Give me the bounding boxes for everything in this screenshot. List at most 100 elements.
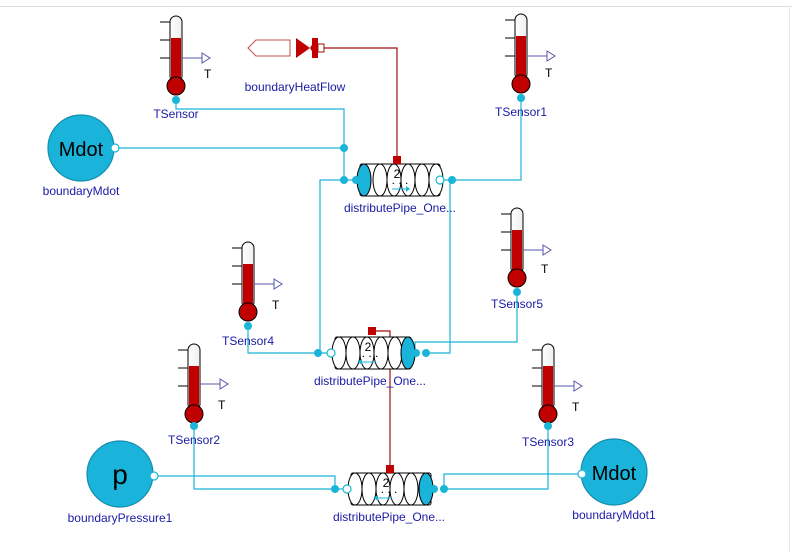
junction: [340, 176, 348, 184]
sensor-TSensor4[interactable]: T TSensor4: [222, 241, 283, 348]
pipe-bot[interactable]: 2 . . . distributePipe_One...: [331, 465, 448, 524]
fluid-port[interactable]: [517, 94, 525, 102]
output-label: T: [545, 66, 553, 80]
heatflow-boundaryHeatFlow[interactable]: boundaryHeatFlow: [245, 38, 346, 94]
fluid-port[interactable]: [244, 322, 252, 330]
fluid-port-b[interactable]: [430, 485, 438, 493]
connection-tsensor1-to-pipe-top[interactable]: [452, 99, 522, 181]
pipe-top[interactable]: 2 . . . distributePipe_One...: [340, 144, 456, 215]
output-arrow-icon[interactable]: [546, 50, 556, 62]
output-label: T: [541, 262, 549, 276]
junction: [314, 349, 322, 357]
thermometer-mercury: [189, 366, 199, 412]
connection-pipe-top-to-pipe-mid-left[interactable]: [319, 179, 344, 354]
component-label: distributePipe_One...: [333, 510, 445, 524]
component-label: TSensor1: [495, 105, 547, 119]
pipe-segment-count: 2: [383, 476, 390, 490]
component-label: TSensor: [153, 107, 198, 121]
pipe-dots: . . .: [362, 346, 379, 360]
pipe-segment-count: 2: [365, 340, 372, 354]
thermometer-mercury: [243, 264, 253, 310]
source-boundaryPressure1[interactable]: p boundaryPressure1: [68, 440, 173, 525]
fluid-port-a[interactable]: [326, 348, 336, 358]
junction: [340, 144, 348, 152]
thermometer-mercury: [543, 366, 553, 412]
sensor-TSensor2[interactable]: T TSensor2: [168, 343, 229, 447]
source-symbol: p: [112, 459, 128, 490]
connection-tsensor2-to-pipe-bot[interactable]: [193, 426, 335, 490]
fluid-connections: [115, 99, 582, 490]
pipe-mid[interactable]: 2 . . . distributePipe_One...: [314, 327, 430, 388]
fluid-port[interactable]: [513, 288, 521, 296]
connection-mdot1-to-pipe-bot[interactable]: [443, 473, 582, 489]
output-label: T: [572, 400, 580, 414]
thermometer-mercury: [512, 230, 522, 276]
sensor-TSensor5[interactable]: T TSensor5: [491, 207, 552, 311]
heat-port[interactable]: [317, 43, 325, 53]
source-boundaryMdot[interactable]: Mdot boundaryMdot: [43, 114, 120, 198]
fluid-port[interactable]: [577, 469, 587, 479]
output-label: T: [272, 298, 280, 312]
output-arrow-icon[interactable]: [573, 380, 583, 392]
fluid-port-b[interactable]: [412, 349, 420, 357]
component-label: distributePipe_One...: [314, 374, 426, 388]
thermometer-mercury: [516, 36, 526, 82]
pipe-ring: [403, 472, 419, 506]
fluid-port[interactable]: [172, 96, 180, 104]
flow-arrow-icon: [358, 359, 362, 365]
component-label: boundaryMdot: [43, 184, 120, 198]
component-label: TSensor3: [522, 435, 574, 449]
thermometer-bulb: [184, 404, 204, 424]
heat-connection-top[interactable]: [324, 47, 398, 158]
thermometer-mercury: [171, 38, 181, 84]
heatflow-port-bar: [312, 38, 318, 58]
pipe-dots: . . .: [392, 173, 409, 187]
source-boundaryMdot1[interactable]: Mdot boundaryMdot1: [572, 438, 656, 522]
heat-port[interactable]: [386, 465, 394, 473]
fluid-port-a[interactable]: [342, 484, 352, 494]
connection-tsensor-to-pipe-top[interactable]: [175, 101, 345, 148]
junction: [331, 485, 339, 493]
sensor-TSensor3[interactable]: T TSensor3: [522, 343, 583, 449]
source-symbol: Mdot: [592, 463, 637, 485]
fluid-port[interactable]: [110, 143, 120, 153]
heat-connection-mid-bot[interactable]: [372, 330, 391, 466]
heat-port[interactable]: [393, 156, 401, 164]
heatflow-arrow-outline: [247, 39, 291, 57]
flow-arrow-icon: [374, 495, 378, 501]
output-arrow-icon[interactable]: [201, 52, 211, 64]
component-label: boundaryHeatFlow: [245, 80, 346, 94]
heat-port[interactable]: [368, 327, 376, 335]
output-label: T: [204, 67, 212, 81]
connection-tsensor4-to-pipe-mid[interactable]: [247, 326, 318, 354]
output-label: T: [218, 398, 226, 412]
fluid-port[interactable]: [544, 422, 552, 430]
thermometer-bulb: [511, 74, 531, 94]
fluid-port-b[interactable]: [435, 175, 445, 185]
connection-tsensor3-to-pipe-bot[interactable]: [444, 426, 549, 490]
connection-pipe-top-to-pipe-mid-right[interactable]: [426, 179, 451, 354]
output-arrow-icon[interactable]: [542, 244, 552, 256]
fluid-port[interactable]: [149, 471, 159, 481]
fluid-port-a[interactable]: [352, 176, 360, 184]
component-label: TSensor2: [168, 433, 220, 447]
source-symbol: Mdot: [59, 139, 104, 161]
output-arrow-icon[interactable]: [273, 278, 283, 290]
thermometer-bulb: [166, 76, 186, 96]
junction: [422, 349, 430, 357]
component-label: TSensor5: [491, 297, 543, 311]
output-arrow-icon[interactable]: [219, 378, 229, 390]
sensor-TSensor[interactable]: T TSensor: [153, 15, 212, 121]
fluid-port[interactable]: [190, 422, 198, 430]
connection-pressure-to-pipe-bot[interactable]: [154, 475, 347, 490]
component-label: distributePipe_One...: [344, 201, 456, 215]
thermometer-bulb: [538, 404, 558, 424]
pipe-dots: . . .: [381, 482, 398, 496]
flow-arrow-icon: [406, 186, 410, 192]
junction: [440, 485, 448, 493]
sensor-TSensor1[interactable]: T TSensor1: [495, 13, 556, 119]
heatflow-triangle-left: [296, 38, 310, 58]
thermometer-bulb: [507, 268, 527, 288]
connection-mdot-to-pipe-top[interactable]: [115, 147, 356, 181]
